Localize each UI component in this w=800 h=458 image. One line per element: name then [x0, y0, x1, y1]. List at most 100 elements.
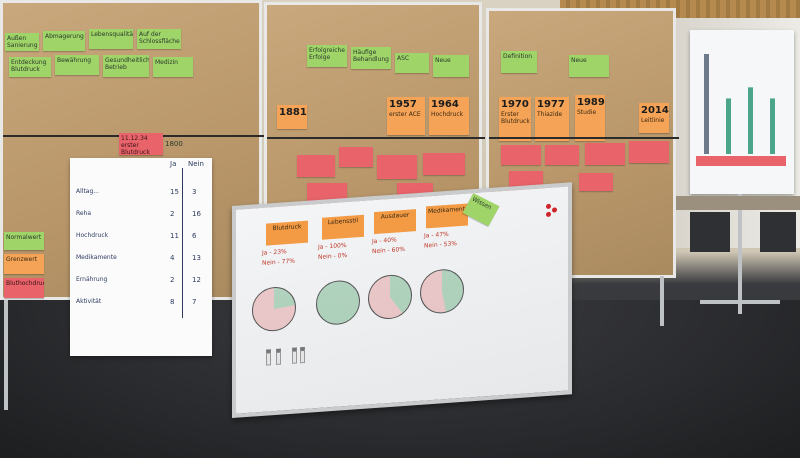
red-magnet: [552, 207, 557, 213]
sticky-note: 11.12.34 erster Blutdruck: [119, 133, 163, 155]
timeline-line: [489, 137, 679, 139]
yes-count: 2: [170, 276, 175, 284]
yes-count: 2: [170, 210, 175, 218]
whiteboard-marker: [300, 346, 305, 364]
stat-no: Nein - 60%: [372, 245, 405, 256]
bar-mark: [704, 54, 709, 154]
bar-sketch: [704, 54, 775, 154]
sticky-note: Normalwert: [4, 232, 44, 250]
survey-row: Aktivität: [76, 298, 102, 305]
pinboard-left: Außen Sanierung Abmagerung Lebensqualitä…: [0, 0, 265, 300]
sticky-note: [585, 143, 625, 165]
stat-no: Nein - 77%: [262, 257, 295, 267]
red-magnet: [546, 211, 551, 218]
no-count: 7: [192, 298, 197, 306]
sticky-note: Definition: [501, 51, 537, 73]
year-caption: Erster Blutdruck: [501, 111, 530, 125]
flipchart-sheet: Ja Nein Alltag... 15 3 Reha 2 16 Hochdru…: [70, 158, 212, 356]
survey-row: Alltag...: [76, 188, 99, 195]
chair: [690, 212, 730, 252]
stat-yes: Ja - 100%: [318, 241, 347, 251]
whiteboard: Blutdruck Lebensstil Ausdauer Medikament…: [232, 182, 572, 418]
sticky-note: Neue: [433, 55, 469, 77]
pinboard-leg: [660, 276, 664, 326]
red-magnet: [546, 203, 551, 210]
year-label: 1957: [389, 99, 417, 110]
no-count: 3: [192, 188, 197, 196]
year-label: 1881: [279, 107, 307, 118]
chair: [760, 212, 796, 252]
timeline-year: 1800: [165, 140, 183, 148]
stat-no: Nein - 53%: [424, 240, 457, 250]
sticky-note: Erfolgreiche Erfolge: [307, 45, 347, 67]
whiteboard-label: Blutdruck: [266, 220, 308, 246]
year-caption: Leitlinie: [641, 117, 665, 124]
year-label: 1964: [431, 99, 459, 110]
sticky-note: [545, 145, 579, 165]
pie-chart: [368, 273, 412, 321]
column-header: Nein: [188, 160, 204, 168]
sticky-note: Gesundheitliche Betrieb: [103, 55, 149, 77]
bar-mark: [770, 98, 775, 154]
survey-row: Hochdruck: [76, 232, 109, 239]
sticky-note: ASC: [395, 53, 429, 73]
whiteboard-label: Lebensstil: [322, 214, 364, 240]
year-caption: Hochdruck: [431, 111, 464, 118]
yes-count: 15: [170, 188, 179, 196]
pie-chart: [252, 285, 296, 333]
sticky-note: Bluthochdruck: [4, 278, 44, 298]
whiteboard-marker: [292, 347, 297, 364]
sticky-note: Auf der Schlossfläche: [137, 29, 181, 49]
timeline-line: [267, 137, 485, 139]
pinboard-leg: [4, 300, 8, 410]
flipchart-stand: [738, 194, 742, 314]
year-label: 2014: [641, 105, 669, 116]
year-label: 1970: [501, 99, 529, 110]
stat-yes: Ja - 47%: [424, 230, 449, 240]
sticky-note: [501, 145, 541, 165]
year-label: 1977: [537, 99, 565, 110]
sticky-note: [297, 155, 335, 177]
sticky-note: Außen Sanierung: [5, 33, 39, 51]
sticky-note: Bewährung: [55, 55, 99, 75]
sticky-note: Neue: [569, 55, 609, 77]
whiteboard-marker: [266, 349, 271, 366]
sticky-note: Grenzwert: [4, 254, 44, 274]
stat-no: Nein - 0%: [318, 251, 348, 261]
sticky-note: Abmagerung: [43, 31, 85, 51]
whiteboard-marker: [276, 348, 281, 365]
year-caption: erster ACE: [389, 111, 421, 118]
pie-chart: [316, 279, 360, 327]
bar-mark: [748, 87, 753, 154]
conference-table: [676, 196, 800, 210]
whiteboard-label: Medikamente: [426, 203, 469, 229]
sticky-note: Entdeckung Blutdruck: [9, 57, 51, 77]
pie-chart: [420, 267, 464, 315]
yes-count: 8: [170, 298, 175, 306]
sticky-note: [377, 155, 417, 179]
year-caption: Thiazide: [537, 111, 563, 118]
corner-note: Wissen: [462, 193, 500, 227]
survey-row: Medikamente: [76, 254, 117, 261]
year-caption: Studie: [577, 109, 597, 116]
sticky-note: [339, 147, 373, 167]
no-count: 16: [192, 210, 201, 218]
sticky-note: 1881: [277, 105, 307, 129]
survey-row: Ernährung: [76, 276, 108, 283]
flipchart-base: [700, 300, 780, 304]
stat-yes: Ja - 40%: [372, 236, 397, 246]
sticky-note: [629, 141, 669, 163]
whiteboard-label: Ausdauer: [374, 209, 416, 235]
flipchart-right: [690, 30, 794, 194]
no-count: 13: [192, 254, 201, 262]
sticky-note: [579, 173, 613, 191]
sticky-note: Häufige Behandlung: [351, 47, 391, 69]
bar-mark: [726, 98, 731, 154]
sticky-note: Lebensqualität: [89, 29, 133, 49]
